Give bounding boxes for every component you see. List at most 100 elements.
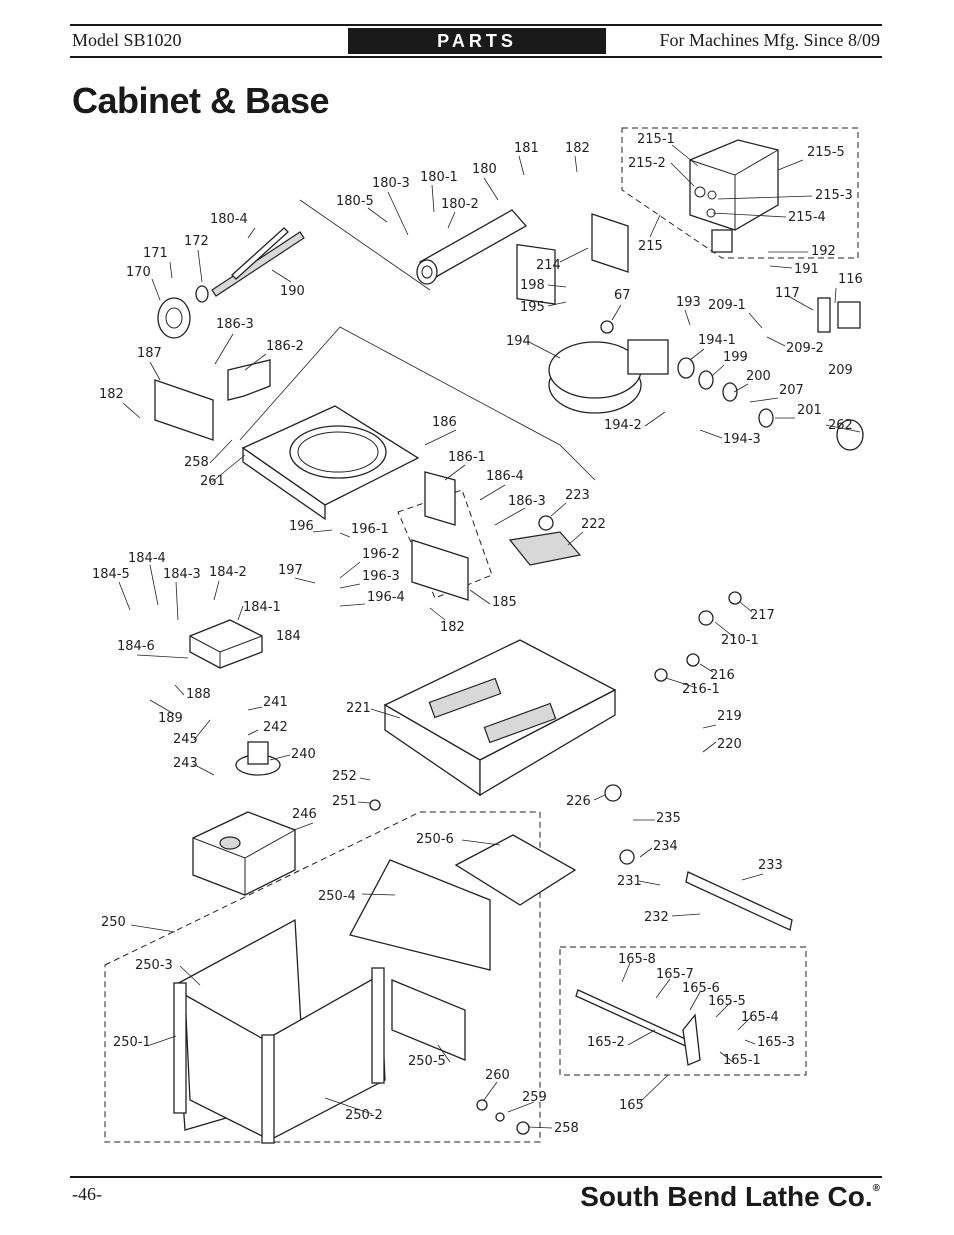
callout-250-6: 250-6 xyxy=(416,832,454,847)
part-187-plate xyxy=(154,379,214,441)
callout-215-4: 215-4 xyxy=(788,210,826,225)
callout-184-5: 184-5 xyxy=(92,567,130,582)
callout-250-4: 250-4 xyxy=(318,889,356,904)
callout-197: 197 xyxy=(278,563,303,578)
callout-188: 188 xyxy=(186,687,211,702)
callout-194-2: 194-2 xyxy=(604,418,642,433)
part-221-tray xyxy=(383,639,617,797)
callout-221: 221 xyxy=(346,701,371,716)
part-116 xyxy=(817,297,831,333)
callout-171: 171 xyxy=(143,246,168,261)
part-251-washer xyxy=(369,799,381,811)
callout-196-3: 196-3 xyxy=(362,569,400,584)
callout-186-4: 186-4 xyxy=(486,469,524,484)
page-header: Model SB1020 PARTS For Machines Mfg. Sin… xyxy=(70,24,882,58)
brand-dot: . xyxy=(864,1181,873,1212)
callout-190: 190 xyxy=(280,284,305,299)
model-label: Model SB1020 xyxy=(72,30,182,50)
callout-217: 217 xyxy=(750,608,775,623)
callout-186-2: 186-2 xyxy=(266,339,304,354)
callout-193: 193 xyxy=(676,295,701,310)
part-180-tube xyxy=(416,209,556,305)
callout-215-1: 215-1 xyxy=(637,132,675,147)
callout-231: 231 xyxy=(617,874,642,889)
part-216-1-ring xyxy=(654,668,668,682)
callout-215-2: 215-2 xyxy=(628,156,666,171)
callout-250-1: 250-1 xyxy=(113,1035,151,1050)
callout-180-5: 180-5 xyxy=(336,194,374,209)
leader-lines xyxy=(118,144,861,1129)
part-209 xyxy=(837,301,861,329)
part-165-1-lever xyxy=(682,1013,701,1066)
callout-223: 223 xyxy=(565,488,590,503)
callout-214: 214 xyxy=(536,258,561,273)
callout-215: 215 xyxy=(638,239,663,254)
callout-165-5: 165-5 xyxy=(708,994,746,1009)
callout-226: 226 xyxy=(566,794,591,809)
callout-182-c: 182 xyxy=(440,620,465,635)
callout-180-2: 180-2 xyxy=(441,197,479,212)
callout-67: 67 xyxy=(614,288,631,303)
callout-180-4: 180-4 xyxy=(210,212,248,227)
callout-189: 189 xyxy=(158,711,183,726)
callout-192: 192 xyxy=(811,244,836,259)
callout-196-1: 196-1 xyxy=(351,522,389,537)
callout-243: 243 xyxy=(173,756,198,771)
callout-219: 219 xyxy=(717,709,742,724)
callout-210-1: 210-1 xyxy=(721,633,759,648)
callout-165-8: 165-8 xyxy=(618,952,656,967)
callout-116: 116 xyxy=(838,272,863,287)
callout-194: 194 xyxy=(506,334,531,349)
part-233-lever xyxy=(685,871,793,931)
callout-165-2: 165-2 xyxy=(587,1035,625,1050)
part-190-screw xyxy=(211,231,305,297)
part-240-stand xyxy=(235,741,281,776)
part-201 xyxy=(758,408,774,428)
callout-216-1: 216-1 xyxy=(682,682,720,697)
chip-tray-outline xyxy=(104,811,541,1143)
callout-196-4: 196-4 xyxy=(367,590,405,605)
callout-182-b: 182 xyxy=(99,387,124,402)
section-banner: PARTS xyxy=(348,28,606,54)
callout-216: 216 xyxy=(710,668,735,683)
part-200 xyxy=(698,370,714,390)
callout-250-3: 250-3 xyxy=(135,958,173,973)
callout-251: 251 xyxy=(332,794,357,809)
registered-mark: ® xyxy=(872,1183,880,1194)
part-185-plate xyxy=(411,539,469,601)
callout-241: 241 xyxy=(263,695,288,710)
footer-rule xyxy=(70,1176,882,1178)
part-67-bearing xyxy=(600,320,614,334)
callout-165-7: 165-7 xyxy=(656,967,694,982)
callout-240: 240 xyxy=(291,747,316,762)
part-194-turntable xyxy=(548,339,669,414)
part-184-block xyxy=(189,619,263,669)
callout-195: 195 xyxy=(520,300,545,315)
callout-180-1: 180-1 xyxy=(420,170,458,185)
callout-184-6: 184-6 xyxy=(117,639,155,654)
callout-250-5: 250-5 xyxy=(408,1054,446,1069)
callout-165: 165 xyxy=(619,1098,644,1113)
callout-258-b: 258 xyxy=(554,1121,579,1136)
motor-group-outline xyxy=(621,127,859,259)
mfg-date-label: For Machines Mfg. Since 8/09 xyxy=(659,30,880,50)
callout-186-1: 186-1 xyxy=(448,450,486,465)
callout-252: 252 xyxy=(332,769,357,784)
callout-165-1: 165-1 xyxy=(723,1053,761,1068)
callout-258-a: 258 xyxy=(184,455,209,470)
callout-262: 262 xyxy=(828,418,853,433)
callout-186: 186 xyxy=(432,415,457,430)
part-180-4-rod xyxy=(231,227,289,280)
callout-220: 220 xyxy=(717,737,742,752)
callout-184: 184 xyxy=(276,629,301,644)
callout-184-3: 184-3 xyxy=(163,567,201,582)
callout-182: 182 xyxy=(565,141,590,156)
callout-260: 260 xyxy=(485,1068,510,1083)
callout-172: 172 xyxy=(184,234,209,249)
callout-194-3: 194-3 xyxy=(723,432,761,447)
callout-184-4: 184-4 xyxy=(128,551,166,566)
callout-185: 185 xyxy=(492,595,517,610)
page-title: Cabinet & Base xyxy=(72,80,330,121)
callout-187: 187 xyxy=(137,346,162,361)
